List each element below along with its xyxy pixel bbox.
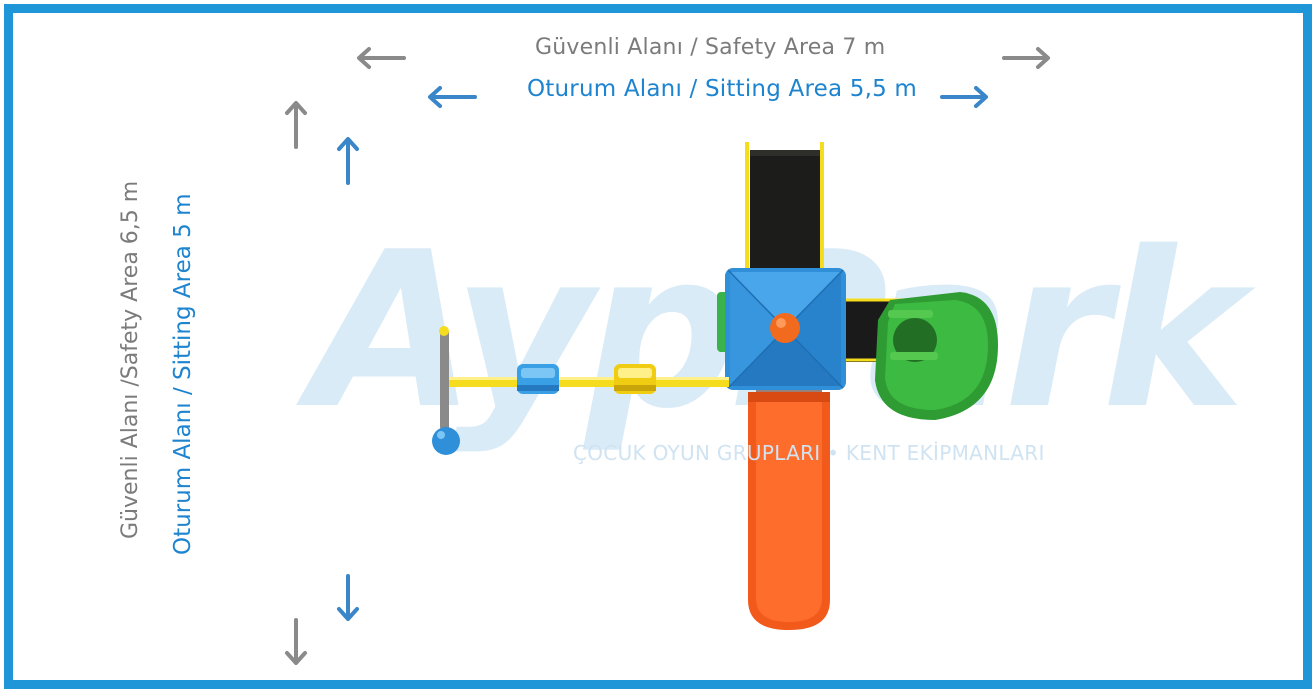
pole-with-ball [432, 326, 460, 455]
safety-area-depth-label: Güvenli Alanı /Safety Area 6,5 m [118, 180, 143, 539]
sitting-arrow-right [940, 86, 988, 108]
safety-arrow-left [357, 47, 406, 69]
sitting-area-width-label: Oturum Alanı / Sitting Area 5,5 m [527, 76, 918, 102]
bridge-bar [441, 377, 729, 387]
safety-arrow-up [285, 101, 307, 149]
yellow-rocker-seat [614, 364, 656, 394]
orange-slide [748, 388, 830, 630]
frame-border [4, 4, 1312, 689]
tower-roof [717, 268, 846, 390]
safety-arrow-down [285, 618, 307, 665]
sitting-area-depth-label: Oturum Alanı / Sitting Area 5 m [170, 193, 196, 556]
blue-rocker-seat [517, 364, 559, 394]
safety-area-width-label: Güvenli Alanı / Safety Area 7 m [535, 35, 886, 60]
sitting-arrow-up [337, 137, 359, 185]
sitting-arrow-down [337, 574, 359, 621]
sitting-arrow-left [428, 86, 477, 108]
climbing-wall [745, 142, 824, 272]
safety-arrow-right [1002, 47, 1050, 69]
tube-slide [842, 292, 998, 420]
watermark-tagline: ÇOCUK OYUN GRUPLARI • KENT EKİPMANLARI [573, 441, 1045, 465]
